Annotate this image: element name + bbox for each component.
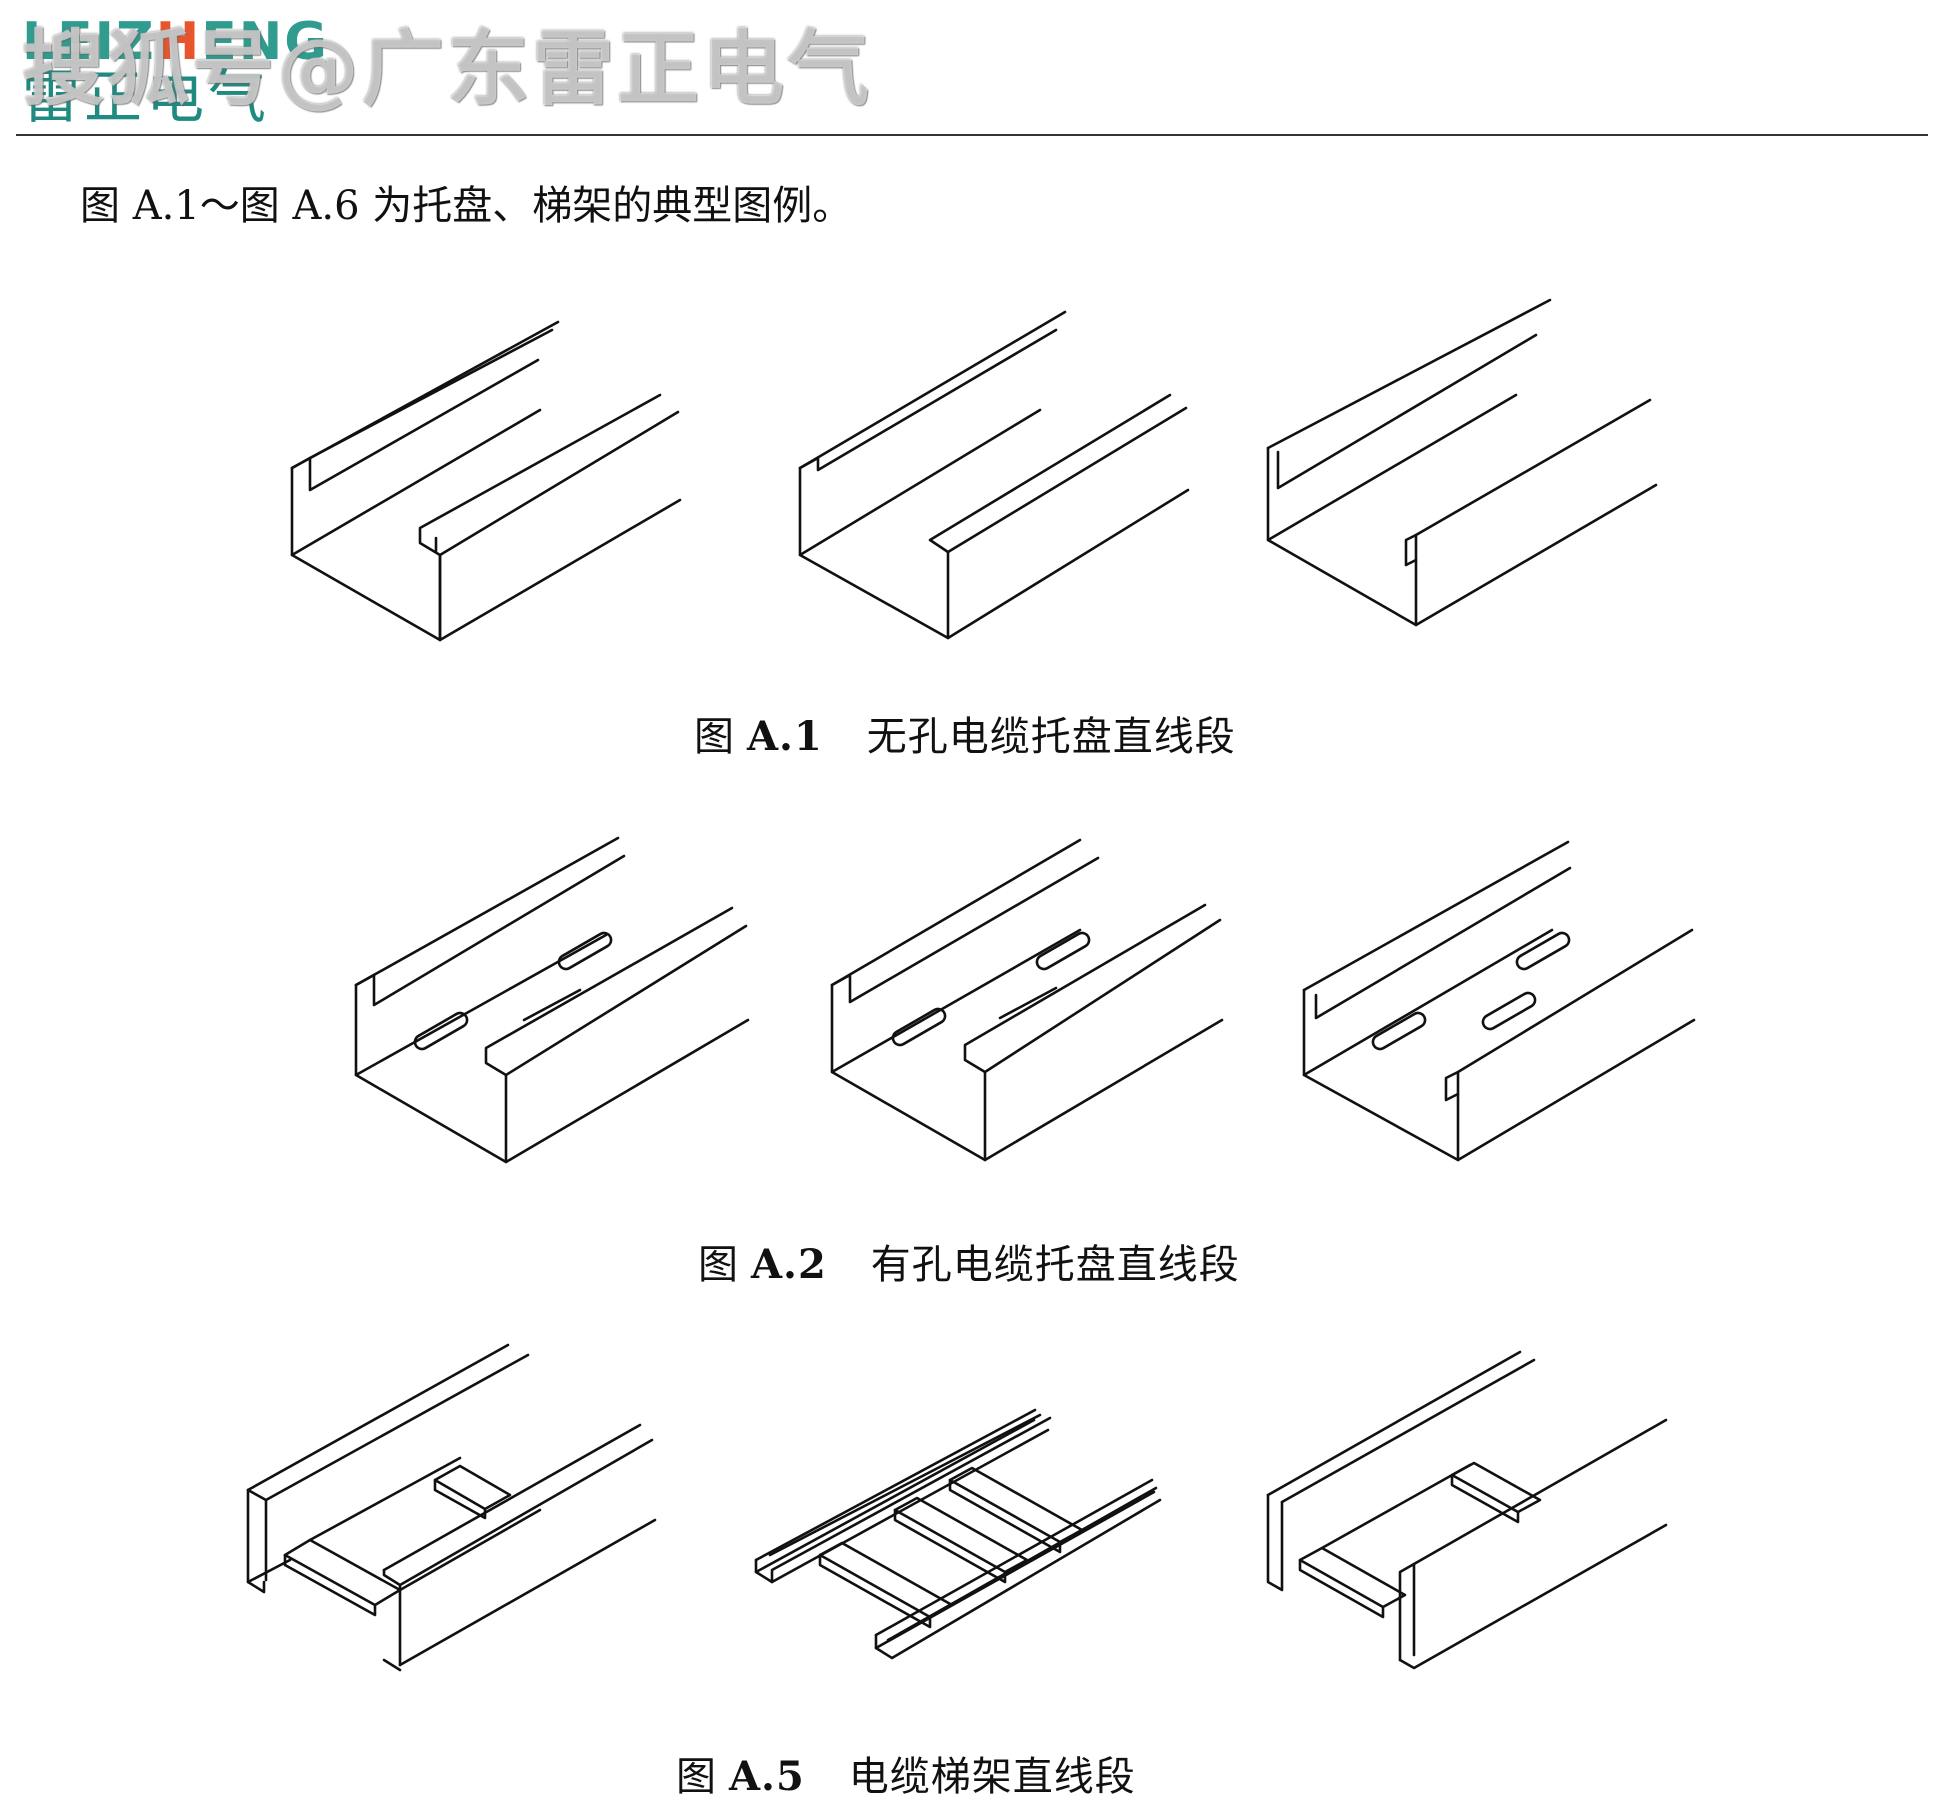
figure-caption-number: A.5: [729, 1753, 805, 1800]
tray-drawing-a2-3: [1302, 840, 1696, 1162]
logo-wordmark: LEIZHENG: [22, 12, 329, 72]
figure-caption-label: 图: [698, 1242, 739, 1288]
company-logo: LEIZHENG 雷正电气: [22, 12, 327, 131]
logo-wordmark-part2: H: [155, 12, 202, 72]
figure-caption-a5: 图 A.5 电缆梯架直线段: [676, 1752, 1136, 1802]
figure-caption-number: A.2: [751, 1241, 827, 1288]
tray-drawing-a1-3: [1266, 298, 1658, 627]
logo-wordmark-part3: ENG: [201, 12, 329, 72]
watermark-text: 搜狐号@广东雷正电气: [22, 22, 873, 117]
tray-drawing-a1-2: [798, 310, 1190, 640]
tray-drawing-a2-1: [354, 836, 750, 1164]
intro-paragraph: 图 A.1～图 A.6 为托盘、梯架的典型图例。: [80, 183, 853, 229]
ladder-drawing-a5-2: [754, 1408, 1162, 1660]
ladder-drawing-a5-3: [1266, 1350, 1668, 1670]
figure-caption-a1: 图 A.1 无孔电缆托盘直线段: [694, 712, 1236, 762]
header-divider: [16, 134, 1928, 136]
logo-wordmark-part1: LEIZ: [22, 12, 156, 72]
figure-caption-label: 图: [676, 1754, 717, 1800]
logo-chinese-name: 雷正电气: [22, 63, 271, 131]
figure-caption-number: A.1: [747, 713, 823, 760]
tray-drawing-a2-2: [830, 838, 1224, 1162]
ladder-drawing-a5-1: [246, 1343, 657, 1672]
figure-caption-title: 电缆梯架直线段: [848, 1754, 1136, 1800]
tray-drawing-a1-1: [290, 320, 682, 642]
figure-caption-a2: 图 A.2 有孔电缆托盘直线段: [698, 1240, 1240, 1290]
figure-caption-title: 有孔电缆托盘直线段: [870, 1242, 1240, 1288]
figure-caption-label: 图: [694, 714, 735, 760]
figure-caption-title: 无孔电缆托盘直线段: [866, 714, 1236, 760]
